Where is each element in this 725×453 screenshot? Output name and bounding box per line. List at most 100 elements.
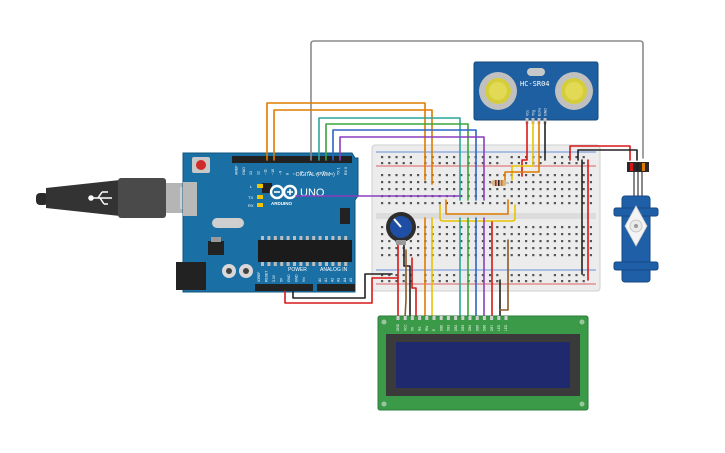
terminal-hole[interactable] [568,174,571,177]
terminal-hole[interactable] [460,247,463,250]
terminal-hole[interactable] [503,226,506,229]
terminal-hole[interactable] [568,226,571,229]
terminal-hole[interactable] [489,202,492,205]
rail-hole[interactable] [510,280,513,283]
terminal-hole[interactable] [460,174,463,177]
terminal-hole[interactable] [546,247,549,250]
terminal-hole[interactable] [409,240,412,243]
rail-hole[interactable] [489,274,492,277]
terminal-hole[interactable] [481,188,484,191]
terminal-hole[interactable] [539,233,542,236]
terminal-hole[interactable] [568,240,571,243]
rail-hole[interactable] [381,274,384,277]
rail-hole[interactable] [568,274,571,277]
terminal-hole[interactable] [438,202,441,205]
terminal-hole[interactable] [532,188,535,191]
terminal-hole[interactable] [582,174,585,177]
terminal-hole[interactable] [575,247,578,250]
terminal-hole[interactable] [381,254,384,257]
terminal-hole[interactable] [517,181,520,184]
terminal-hole[interactable] [503,254,506,257]
rail-hole[interactable] [539,274,542,277]
rail-hole[interactable] [381,156,384,159]
lcd-pin[interactable] [475,316,479,320]
terminal-hole[interactable] [503,240,506,243]
terminal-hole[interactable] [546,202,549,205]
terminal-hole[interactable] [582,233,585,236]
terminal-hole[interactable] [381,226,384,229]
terminal-hole[interactable] [561,195,564,198]
terminal-hole[interactable] [431,202,434,205]
terminal-hole[interactable] [589,233,592,236]
terminal-hole[interactable] [381,233,384,236]
terminal-hole[interactable] [553,233,556,236]
terminal-hole[interactable] [525,247,528,250]
terminal-hole[interactable] [561,240,564,243]
terminal-hole[interactable] [438,181,441,184]
terminal-hole[interactable] [561,254,564,257]
terminal-hole[interactable] [561,174,564,177]
rail-hole[interactable] [453,156,456,159]
terminal-hole[interactable] [582,188,585,191]
terminal-hole[interactable] [388,247,391,250]
rail-hole[interactable] [453,274,456,277]
terminal-hole[interactable] [402,188,405,191]
terminal-hole[interactable] [553,202,556,205]
terminal-hole[interactable] [417,226,420,229]
terminal-hole[interactable] [489,174,492,177]
rail-hole[interactable] [510,162,513,165]
terminal-hole[interactable] [445,233,448,236]
terminal-hole[interactable] [496,254,499,257]
terminal-hole[interactable] [453,254,456,257]
terminal-hole[interactable] [532,254,535,257]
terminal-hole[interactable] [481,233,484,236]
terminal-hole[interactable] [388,181,391,184]
terminal-hole[interactable] [539,195,542,198]
lcd-pin[interactable] [446,316,450,320]
terminal-hole[interactable] [589,174,592,177]
terminal-hole[interactable] [553,195,556,198]
terminal-hole[interactable] [453,174,456,177]
terminal-hole[interactable] [568,181,571,184]
terminal-hole[interactable] [453,202,456,205]
terminal-hole[interactable] [575,188,578,191]
terminal-hole[interactable] [539,254,542,257]
terminal-hole[interactable] [532,226,535,229]
terminal-hole[interactable] [568,233,571,236]
rail-hole[interactable] [438,156,441,159]
rail-hole[interactable] [510,274,513,277]
terminal-hole[interactable] [589,195,592,198]
terminal-hole[interactable] [395,254,398,257]
rail-hole[interactable] [575,162,578,165]
lcd-pin[interactable] [418,316,422,320]
terminal-hole[interactable] [553,254,556,257]
terminal-hole[interactable] [525,226,528,229]
rail-hole[interactable] [561,280,564,283]
rail-hole[interactable] [582,156,585,159]
terminal-hole[interactable] [525,188,528,191]
rail-hole[interactable] [381,280,384,283]
terminal-hole[interactable] [517,226,520,229]
terminal-hole[interactable] [589,247,592,250]
terminal-hole[interactable] [460,181,463,184]
terminal-hole[interactable] [553,240,556,243]
terminal-hole[interactable] [568,188,571,191]
rail-hole[interactable] [445,274,448,277]
terminal-hole[interactable] [532,247,535,250]
terminal-hole[interactable] [503,233,506,236]
terminal-hole[interactable] [510,240,513,243]
terminal-hole[interactable] [539,226,542,229]
terminal-hole[interactable] [388,188,391,191]
terminal-hole[interactable] [489,247,492,250]
terminal-hole[interactable] [417,188,420,191]
terminal-hole[interactable] [489,226,492,229]
rail-hole[interactable] [481,274,484,277]
terminal-hole[interactable] [409,188,412,191]
terminal-hole[interactable] [424,188,427,191]
terminal-hole[interactable] [460,188,463,191]
rail-hole[interactable] [568,162,571,165]
lcd-pin[interactable] [497,316,501,320]
rail-hole[interactable] [517,274,520,277]
terminal-hole[interactable] [575,226,578,229]
rail-hole[interactable] [532,280,535,283]
